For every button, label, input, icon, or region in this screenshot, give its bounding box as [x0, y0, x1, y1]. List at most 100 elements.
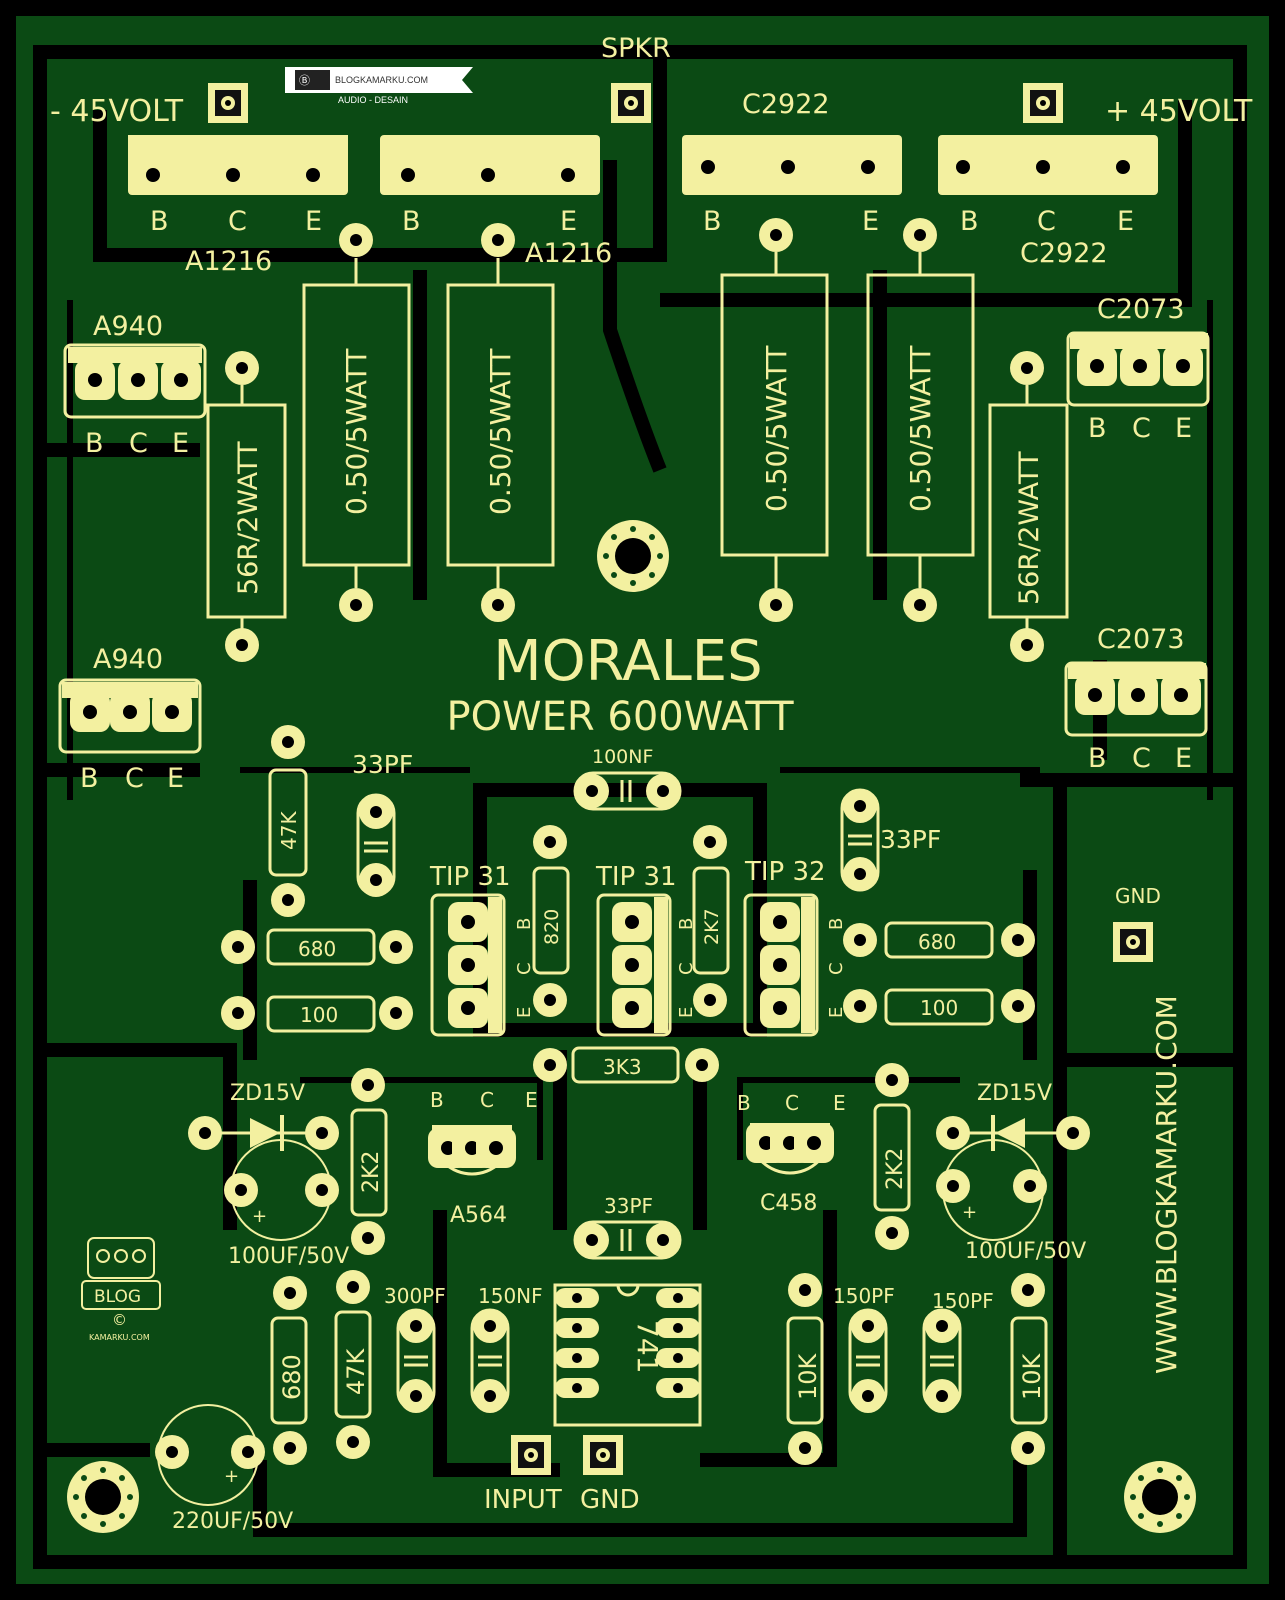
resistor-680-right — [884, 921, 994, 959]
label-c2922-left: C2922 — [742, 89, 830, 120]
transistor-a564 — [428, 1125, 516, 1176]
electrolytic-220uf — [155, 1404, 265, 1506]
input-label: INPUT — [484, 1485, 562, 1515]
resistor-47k-bottom — [334, 1310, 372, 1419]
input-pad — [511, 1435, 551, 1475]
label-c2073-bottom: C2073 — [1097, 624, 1185, 655]
pin-b-tip31b: B — [676, 918, 697, 930]
label-a1216-right: A1216 — [525, 238, 612, 269]
pin-e-a564: E — [525, 1088, 538, 1112]
resistor-3k3 — [571, 1046, 680, 1084]
pin-c-a940-bottom: C — [125, 763, 144, 794]
pin-b-a564: B — [430, 1088, 444, 1112]
pin-b-3: B — [703, 206, 722, 237]
label-220uf: 220UF/50V — [172, 1509, 293, 1534]
power-transistor-a1216-right — [380, 135, 600, 195]
pin-e-c2073-bottom: E — [1175, 743, 1192, 774]
label-820: 820 — [541, 909, 563, 945]
label-zener-left: ZD15V — [230, 1081, 305, 1106]
mounting-hole-center — [597, 520, 669, 592]
neg-supply-pad — [208, 83, 248, 123]
label-10k-b: 10K — [1018, 1352, 1046, 1400]
pin-e-a940-top: E — [172, 428, 189, 459]
pin-c-tip31b: C — [676, 962, 697, 975]
label-47k-bottom: 47K — [342, 1347, 370, 1395]
resistor-680-bottom — [270, 1316, 308, 1425]
label-100uf-left: 100UF/50V — [228, 1244, 349, 1269]
resistor-emitter-3 — [720, 252, 829, 588]
label-680-right: 680 — [918, 930, 956, 954]
label-680-bottom: 680 — [278, 1354, 306, 1400]
gnd-right-label: GND — [1115, 884, 1161, 908]
pin-c-tip31a: C — [514, 962, 535, 975]
label-56r-right: 56R/2WATT — [1014, 451, 1045, 605]
label-emitter-1: 0.50/5WATT — [340, 348, 373, 515]
label-tip32: TIP 32 — [744, 857, 826, 887]
transistor-tip31-b — [596, 893, 672, 1037]
label-150nf: 150NF — [478, 1284, 543, 1308]
electrolytic-100uf-right — [936, 1139, 1047, 1241]
mounting-hole-bottom-right — [1124, 1461, 1196, 1533]
label-2k2-right: 2K2 — [883, 1148, 908, 1190]
driver-a940-top — [63, 343, 207, 419]
transistor-c458 — [746, 1123, 834, 1175]
pos-supply-pad — [1023, 83, 1063, 123]
label-100-left: 100 — [300, 1003, 338, 1027]
zener-left — [188, 1115, 339, 1151]
label-a940-top: A940 — [93, 311, 163, 342]
power-transistor-c2922-left — [682, 135, 902, 195]
pin-b-tip32: B — [826, 918, 847, 930]
driver-c2073-top — [1066, 331, 1210, 407]
label-emitter-2: 0.50/5WATT — [484, 348, 517, 515]
pin-e-tip31b: E — [676, 1007, 697, 1018]
resistor-56r-left — [206, 403, 287, 619]
label-741: 741 — [631, 1320, 664, 1373]
label-56r-left: 56R/2WATT — [233, 441, 264, 595]
side-url: WWW.BLOGKAMARKU.COM — [1150, 995, 1183, 1374]
pin-b-2: B — [402, 206, 421, 237]
resistor-100-left — [266, 995, 376, 1033]
pin-b-c2073-bottom: B — [1088, 743, 1107, 774]
gnd-bottom-label: GND — [580, 1485, 640, 1515]
label-3k3: 3K3 — [603, 1055, 642, 1079]
board-subtitle: POWER 600WATT — [446, 694, 794, 740]
resistor-2k2-left — [350, 1108, 388, 1217]
label-zener-right: ZD15V — [977, 1081, 1052, 1106]
label-2k7: 2K7 — [701, 908, 723, 945]
resistor-820 — [532, 866, 570, 975]
blog-logo: Ⓑ BLOGKAMARKU.COM AUDIO - DESAIN — [285, 67, 473, 105]
pin-b-a940-top: B — [85, 428, 104, 459]
mounting-hole-bottom-left — [67, 1461, 139, 1533]
speaker-label: SPKR — [601, 33, 671, 64]
label-c2922-right: C2922 — [1020, 238, 1108, 269]
pin-e-a940-bottom: E — [167, 763, 184, 794]
label-300pf: 300PF — [384, 1284, 446, 1308]
gnd-right-pad — [1113, 922, 1153, 962]
badge-bottom: KAMARKU.COM — [89, 1333, 150, 1342]
label-33pf-bottom: 33PF — [604, 1194, 653, 1218]
pin-e-c2073-top: E — [1175, 413, 1192, 444]
pin-c-a940-top: C — [129, 428, 148, 459]
power-transistor-c2922-right — [938, 135, 1158, 195]
pin-b-4: B — [960, 206, 979, 237]
pin-b-tip31a: B — [514, 918, 535, 930]
resistor-emitter-2 — [446, 258, 555, 588]
label-emitter-4: 0.50/5WATT — [904, 345, 937, 512]
logo-sub: AUDIO - DESAIN — [338, 95, 408, 105]
label-150pf-b: 150PF — [932, 1289, 994, 1313]
resistor-100-right — [884, 988, 994, 1026]
plus-100uf-right: + — [962, 1202, 977, 1223]
transistor-tip32 — [743, 893, 819, 1037]
label-150pf-a: 150PF — [833, 1284, 895, 1308]
resistor-emitter-4 — [866, 252, 975, 588]
pin-b-1: B — [150, 206, 169, 237]
pin-b-a940-bottom: B — [80, 763, 99, 794]
pin-e-tip32: E — [826, 1007, 847, 1018]
label-a564: A564 — [450, 1203, 507, 1228]
pin-e-tip31a: E — [514, 1007, 535, 1018]
pin-e-4: E — [1117, 206, 1134, 237]
blog-badge: BLOG © KAMARKU.COM — [81, 1237, 161, 1342]
electrolytic-100uf-left — [224, 1139, 339, 1241]
pin-c-4: C — [1037, 206, 1056, 237]
